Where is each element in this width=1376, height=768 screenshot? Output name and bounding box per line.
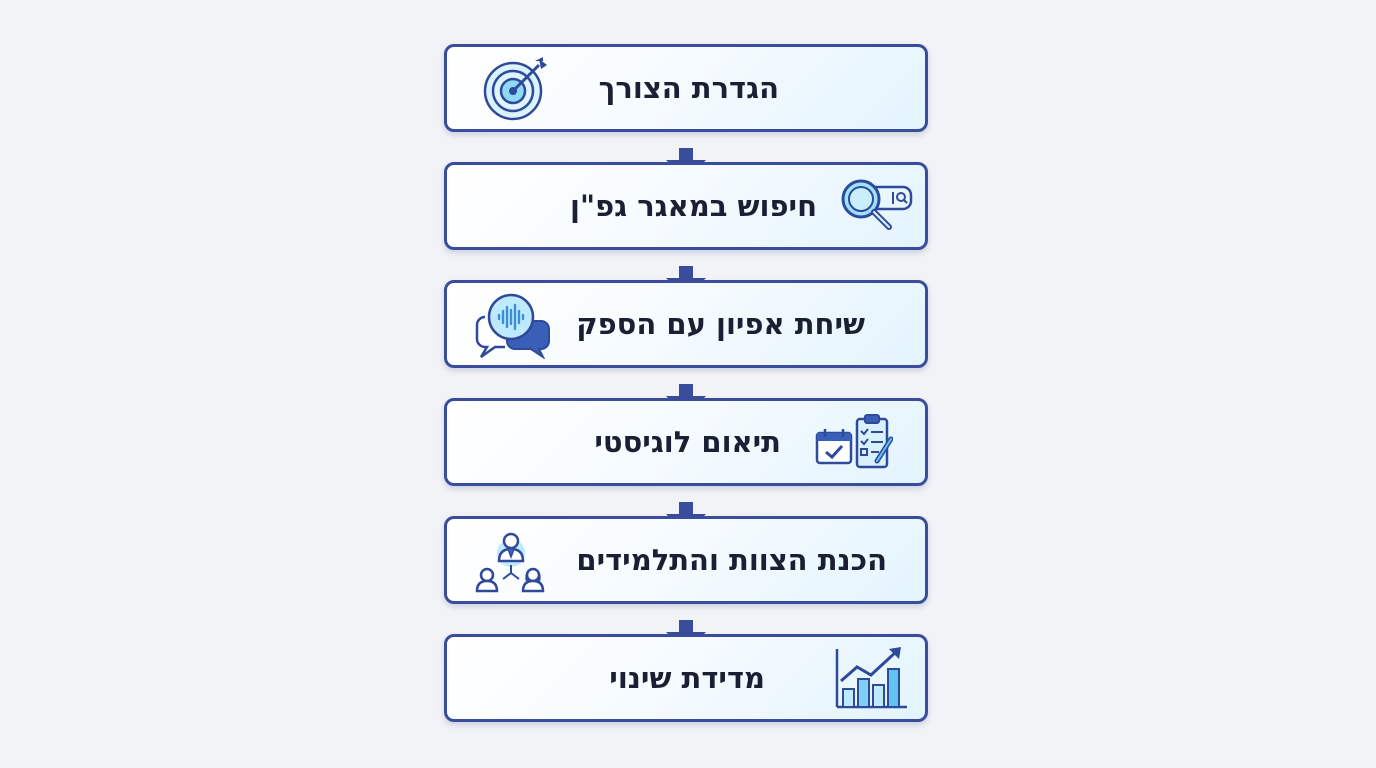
growth-chart-icon: [831, 645, 911, 713]
step-define-need: הגדרת הצורך: [444, 44, 928, 132]
chat-bubbles-icon: [471, 291, 551, 359]
step-label: מדידת שינוי: [609, 661, 765, 695]
search-icon: [835, 173, 915, 241]
step-label: הגדרת הצורך: [598, 71, 779, 105]
target-icon: [477, 55, 557, 123]
step-label: תיאום לוגיסטי: [594, 425, 781, 459]
step-label: הכנת הצוות והתלמידים: [576, 543, 887, 577]
team-icon: [471, 527, 551, 595]
step-discovery-call: שיחת אפיון עם הספק: [444, 280, 928, 368]
step-prepare-team-students: הכנת הצוות והתלמידים: [444, 516, 928, 604]
step-label: שיחת אפיון עם הספק: [576, 307, 865, 341]
step-measure-change: מדידת שינוי: [444, 634, 928, 722]
calendar-clipboard-icon: [813, 409, 893, 477]
step-search-database: חיפוש במאגר גפ"ן: [444, 162, 928, 250]
step-logistics: תיאום לוגיסטי: [444, 398, 928, 486]
step-label: חיפוש במאגר גפ"ן: [570, 189, 817, 223]
